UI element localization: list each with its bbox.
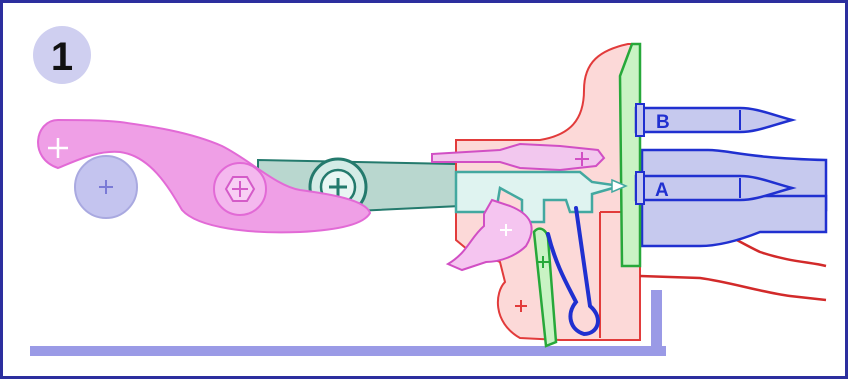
plus-pivot-icon — [515, 300, 527, 312]
cartridge-b-label: B — [656, 112, 670, 133]
barrel — [639, 148, 828, 302]
plus-pivot-icon — [500, 224, 512, 236]
operating-lever — [37, 118, 372, 234]
plus-pivot-icon — [329, 178, 347, 196]
cartridge-a-label: A — [655, 180, 669, 201]
step-number: 1 — [51, 35, 73, 79]
upper-slide — [431, 142, 606, 172]
plus-pivot-icon — [537, 256, 549, 268]
base-rail — [30, 290, 666, 356]
gray-roller — [74, 155, 138, 219]
step-badge: 1 — [33, 26, 91, 84]
plus-pivot-icon — [99, 180, 113, 194]
firing-pin-tip — [611, 178, 628, 194]
plus-pivot-icon — [575, 152, 589, 166]
sear — [532, 227, 558, 348]
cartridge-b: B — [634, 103, 797, 137]
plus-pivot-icon — [48, 138, 68, 158]
cartridge-a: A — [634, 171, 797, 205]
hammer-spring — [546, 206, 600, 337]
ejector-plate — [618, 42, 642, 268]
bolt-carrier — [454, 170, 621, 224]
hammer — [445, 198, 533, 272]
